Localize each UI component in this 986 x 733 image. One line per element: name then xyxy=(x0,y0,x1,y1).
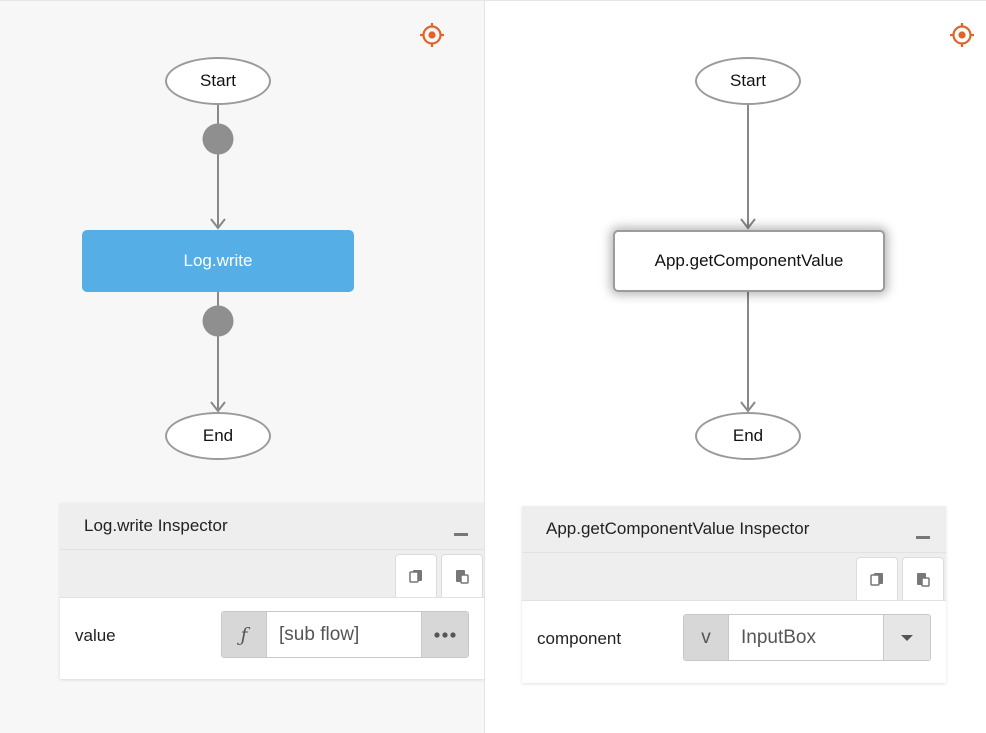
arrow-head xyxy=(740,401,756,413)
inspector-toolbar xyxy=(522,552,946,601)
minus-icon[interactable] xyxy=(916,536,930,539)
end-node[interactable]: End xyxy=(165,412,271,460)
copy-button[interactable] xyxy=(856,557,898,600)
right-flow-canvas[interactable]: Start App.getComponentValue End App.getC… xyxy=(484,0,986,733)
inspector-header: Log.write Inspector xyxy=(60,503,484,549)
arrow-head xyxy=(210,401,226,413)
action-node-label: Log.write xyxy=(183,251,253,270)
value-text: [sub flow] xyxy=(279,623,360,645)
log-write-node[interactable]: Log.write xyxy=(82,230,354,292)
paste-button[interactable] xyxy=(902,557,944,600)
more-button[interactable] xyxy=(421,612,468,657)
end-node-label: End xyxy=(732,426,764,445)
inspector-title: App.getComponentValue Inspector xyxy=(546,519,810,538)
arrow-head xyxy=(740,218,756,230)
right-connectors xyxy=(740,105,756,413)
copy-icon xyxy=(870,573,883,586)
log-write-inspector: Log.write Inspector value ƒ [sub flo xyxy=(60,503,484,679)
target-icon[interactable] xyxy=(419,22,445,48)
property-label: value xyxy=(75,626,116,645)
connection-port[interactable] xyxy=(202,305,234,337)
minus-icon[interactable] xyxy=(454,533,468,536)
chevron-down-icon xyxy=(901,634,913,641)
more-icon xyxy=(434,631,456,638)
property-row: component v InputBox xyxy=(522,600,946,683)
property-label: component xyxy=(537,629,622,648)
target-icon[interactable] xyxy=(949,22,975,48)
start-node[interactable]: Start xyxy=(695,57,801,105)
dropdown-button[interactable] xyxy=(883,615,930,660)
inspector-title: Log.write Inspector xyxy=(84,516,228,535)
paste-icon xyxy=(917,573,930,587)
start-node-label: Start xyxy=(200,71,236,90)
end-node-label: End xyxy=(202,426,234,445)
function-type-badge[interactable]: ƒ xyxy=(222,612,267,657)
arrow-head xyxy=(210,218,226,230)
start-node[interactable]: Start xyxy=(165,57,271,105)
paste-icon xyxy=(456,570,469,584)
get-component-value-node[interactable]: App.getComponentValue xyxy=(613,230,885,292)
inspector-header: App.getComponentValue Inspector xyxy=(522,506,946,552)
value-field[interactable]: ƒ [sub flow] xyxy=(221,611,469,658)
property-row: value ƒ [sub flow] xyxy=(60,597,484,679)
component-value-text: InputBox xyxy=(741,626,816,648)
left-flow-canvas[interactable]: Start Log.write End Log.write Inspector xyxy=(0,0,484,733)
copy-button[interactable] xyxy=(395,554,437,597)
get-component-value-inspector: App.getComponentValue Inspector componen… xyxy=(522,506,946,683)
left-connectors xyxy=(202,105,234,413)
copy-icon xyxy=(409,570,422,583)
action-node-label: App.getComponentValue xyxy=(654,251,844,270)
paste-button[interactable] xyxy=(441,554,483,597)
connection-port[interactable] xyxy=(202,123,234,155)
inspector-toolbar xyxy=(60,549,484,598)
variable-type-badge[interactable]: v xyxy=(684,615,729,660)
component-select[interactable]: v InputBox xyxy=(683,614,931,661)
start-node-label: Start xyxy=(730,71,766,90)
end-node[interactable]: End xyxy=(695,412,801,460)
